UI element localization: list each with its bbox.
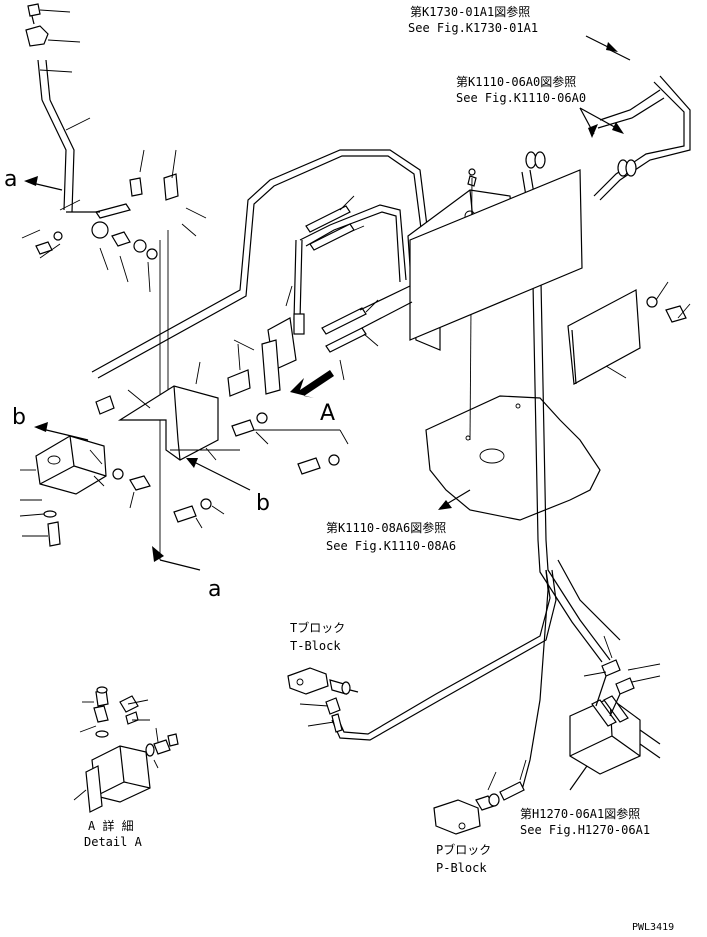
ref-k1730-ja: 第K1730-01A1図参照 <box>410 4 530 19</box>
cover-plate <box>567 281 691 385</box>
marker-arrows <box>24 176 251 571</box>
control-lever-assembly <box>21 3 207 293</box>
ref-k1730-en: See Fig.K1730-01A1 <box>408 21 538 35</box>
p-block-label-en: P-Block <box>436 861 487 875</box>
ref-h1270-en: See Fig.H1270-06A1 <box>520 823 650 837</box>
ref-k1110a0-ja: 第K1110-06A0図参照 <box>456 74 576 89</box>
right-lower-box <box>569 635 661 775</box>
detail-a-drawing <box>73 686 179 813</box>
t-block-label-en: T-Block <box>290 639 341 653</box>
bracket-bolts <box>173 498 225 529</box>
mounting-plate <box>409 169 583 341</box>
marker-b-right: b <box>256 491 270 516</box>
marker-b-left: b <box>12 405 26 430</box>
marker-a-top: a <box>4 167 17 192</box>
floor-frame <box>425 395 601 521</box>
ref-k1110a6-ja: 第K1110-08A6図参照 <box>326 520 446 535</box>
drawing-code: PWL3419 <box>632 922 674 933</box>
t-block-label-ja: Tブロック <box>290 620 345 635</box>
p-block <box>433 759 527 835</box>
ref-k1110a6-en: See Fig.K1110-08A6 <box>326 539 456 553</box>
marker-a-bottom: a <box>208 577 221 602</box>
detail-a-label-ja: A 詳 細 <box>88 818 134 833</box>
mounting-bracket <box>95 343 349 475</box>
marker-A-main: A <box>320 401 335 426</box>
detail-a-label-en: Detail A <box>84 835 143 849</box>
ref-h1270-ja: 第H1270-06A1図参照 <box>520 806 640 821</box>
detail-arrow-icon <box>290 370 334 398</box>
ref-k1110a0-en: See Fig.K1110-06A0 <box>456 91 586 105</box>
left-mount-block <box>19 435 151 547</box>
p-block-label-ja: Pブロック <box>436 842 491 857</box>
ppc-valve <box>233 195 413 395</box>
t-block <box>287 667 359 733</box>
labels: 第K1730-01A1図参照 See Fig.K1730-01A1 第K1110… <box>4 4 674 933</box>
